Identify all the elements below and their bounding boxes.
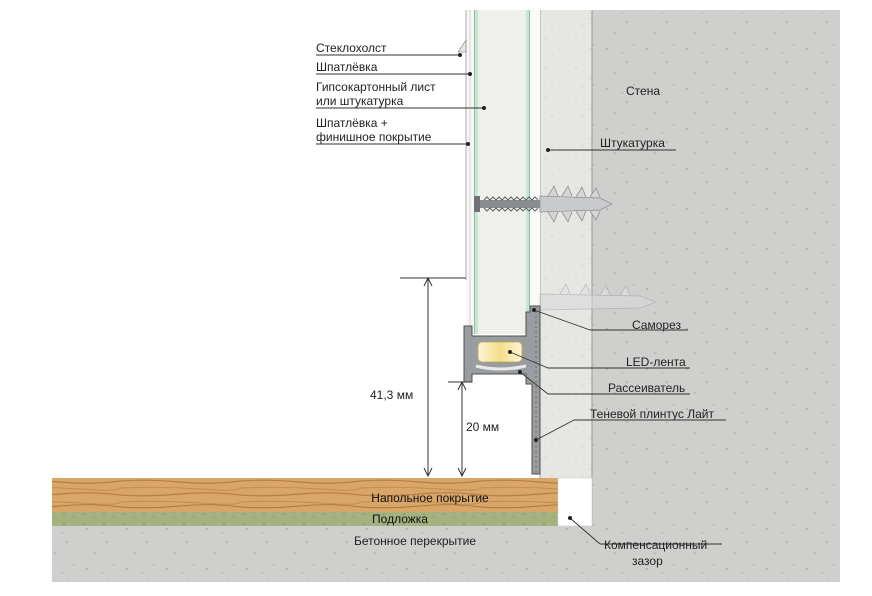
label-concrete-slab: Бетонное перекрытие [353, 534, 477, 548]
label-screw: Саморез [632, 318, 681, 332]
concrete-slab [52, 525, 840, 582]
label-finish-line1: Шпатлёвка + [316, 116, 388, 130]
label-finish-line2: финишное покрытие [316, 130, 432, 144]
label-plaster: Штукатурка [600, 136, 665, 150]
label-led: LED-лента [626, 355, 686, 369]
plaster-layer [540, 10, 592, 480]
label-putty: Шпатлёвка [316, 60, 378, 74]
screw [474, 196, 548, 212]
fiberglass-flap [457, 39, 467, 53]
expansion-gap [557, 477, 593, 527]
diffuser [475, 364, 527, 371]
label-gap-line2: зазор [632, 554, 663, 568]
dimension-total [400, 276, 466, 478]
gypsum-board [474, 10, 530, 334]
label-wall: Стена [626, 84, 661, 98]
label-fiberglass: Стеклохолст [316, 41, 387, 55]
label-gypsum-line1: Гипсокартонный лист [316, 80, 436, 94]
label-gap-line1: Компенсационный [604, 538, 708, 552]
label-gypsum-line2: или штукатурка [316, 94, 404, 108]
floor-covering [52, 478, 558, 512]
label-underlay: Подложка [372, 512, 428, 526]
label-dimension-plinth: 20 мм [466, 420, 500, 434]
label-dimension-total: 41,3 мм [370, 388, 414, 402]
label-shadow-plinth: Теневой плинтус Лайт [590, 407, 714, 421]
dowel-upper [539, 185, 613, 223]
led-strip [477, 341, 523, 363]
dimension-plinth [448, 380, 472, 478]
underlay [52, 512, 558, 526]
leader-lines [316, 54, 726, 545]
concrete-wall [592, 10, 840, 526]
label-diffuser: Рассеиватель [608, 381, 686, 395]
label-floor-covering: Напольное покрытие [371, 491, 489, 505]
